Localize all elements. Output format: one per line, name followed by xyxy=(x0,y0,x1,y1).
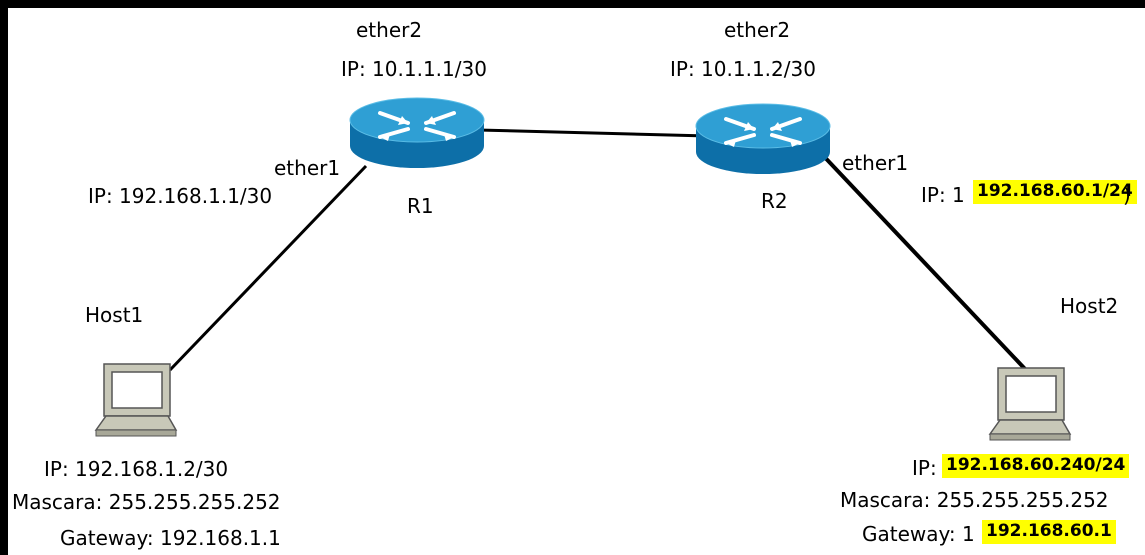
link-r1-host1 xyxy=(168,164,368,372)
r2-ether1-ip-suffix: ) xyxy=(1123,183,1131,207)
host2-mask: Mascara: 255.255.255.252 xyxy=(840,488,1109,512)
host1-mask: Mascara: 255.255.255.252 xyxy=(12,490,281,514)
diagram-graphics xyxy=(94,97,1072,441)
network-diagram: ether2 IP: 10.1.1.1/30 ether1 IP: 192.16… xyxy=(8,8,1145,555)
computer-icon xyxy=(988,367,1072,441)
r2-ether2-label: ether2 xyxy=(724,18,791,42)
r2-ether1-ip-prefix: IP: 1 xyxy=(921,183,965,207)
host2-gateway-prefix: Gateway: 1 xyxy=(862,522,975,546)
r2-ether1-label: ether1 xyxy=(842,151,909,175)
computer-icon xyxy=(94,363,178,437)
host2-ip-highlight: 192.168.60.240/24 xyxy=(942,454,1130,478)
r2-ether1-ip-highlight: 192.168.60.1/24 xyxy=(973,180,1137,204)
router-icon xyxy=(349,97,485,168)
r1-name: R1 xyxy=(407,194,434,218)
host1-gateway: Gateway: 192.168.1.1 xyxy=(60,526,281,550)
host2-ip-prefix: IP: xyxy=(912,456,937,480)
r1-ether1-ip: IP: 192.168.1.1/30 xyxy=(88,184,273,208)
r2-ether2-ip: IP: 10.1.1.2/30 xyxy=(670,57,816,81)
r1-ether1-label: ether1 xyxy=(274,156,341,180)
router-icon xyxy=(695,103,831,174)
host2-gateway-highlight: 192.168.60.1 xyxy=(982,520,1116,544)
host1-name: Host1 xyxy=(85,303,144,327)
host1-ip: IP: 192.168.1.2/30 xyxy=(44,457,229,481)
link-r2-host2 xyxy=(814,146,1028,372)
link-r1-r2 xyxy=(477,128,709,138)
r2-name: R2 xyxy=(761,189,788,213)
host2-name: Host2 xyxy=(1060,294,1119,318)
r1-ether2-ip: IP: 10.1.1.1/30 xyxy=(341,57,487,81)
r1-ether2-label: ether2 xyxy=(356,18,423,42)
